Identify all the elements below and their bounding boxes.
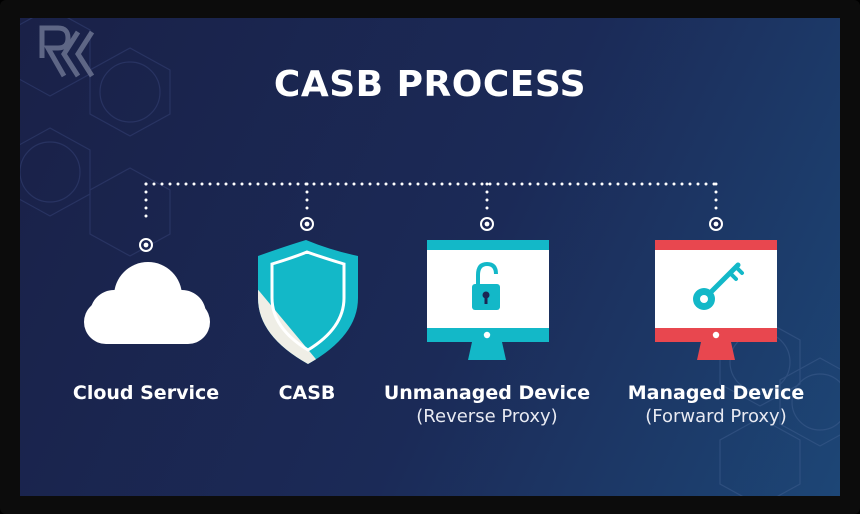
connector-lines <box>144 182 718 224</box>
page-title: CASB PROCESS <box>273 64 587 105</box>
label-cloud-service-name: Cloud Service <box>72 382 220 404</box>
label-casb-name: CASB <box>278 382 336 404</box>
label-unmanaged-device: Unmanaged Device (Reverse Proxy) <box>370 381 604 429</box>
monitor-key-icon <box>655 240 777 360</box>
label-unmanaged-device-sub: (Reverse Proxy) <box>416 406 558 427</box>
label-casb: CASB <box>247 381 367 405</box>
label-unmanaged-device-name: Unmanaged Device <box>383 382 591 404</box>
cloud-icon <box>84 262 210 344</box>
label-managed-device: Managed Device (Forward Proxy) <box>610 381 822 429</box>
shield-icon <box>258 240 358 364</box>
slide: CASB PROCESS Cloud Service CASB Unmanage… <box>20 18 840 496</box>
label-cloud-service: Cloud Service <box>46 381 246 405</box>
label-managed-device-sub: (Forward Proxy) <box>645 406 787 427</box>
diagram-canvas <box>20 18 840 496</box>
label-managed-device-name: Managed Device <box>627 382 805 404</box>
monitor-unlocked-icon <box>427 240 549 360</box>
rk-logo <box>39 25 95 78</box>
hexagon-pattern-bottom-right <box>719 317 840 496</box>
